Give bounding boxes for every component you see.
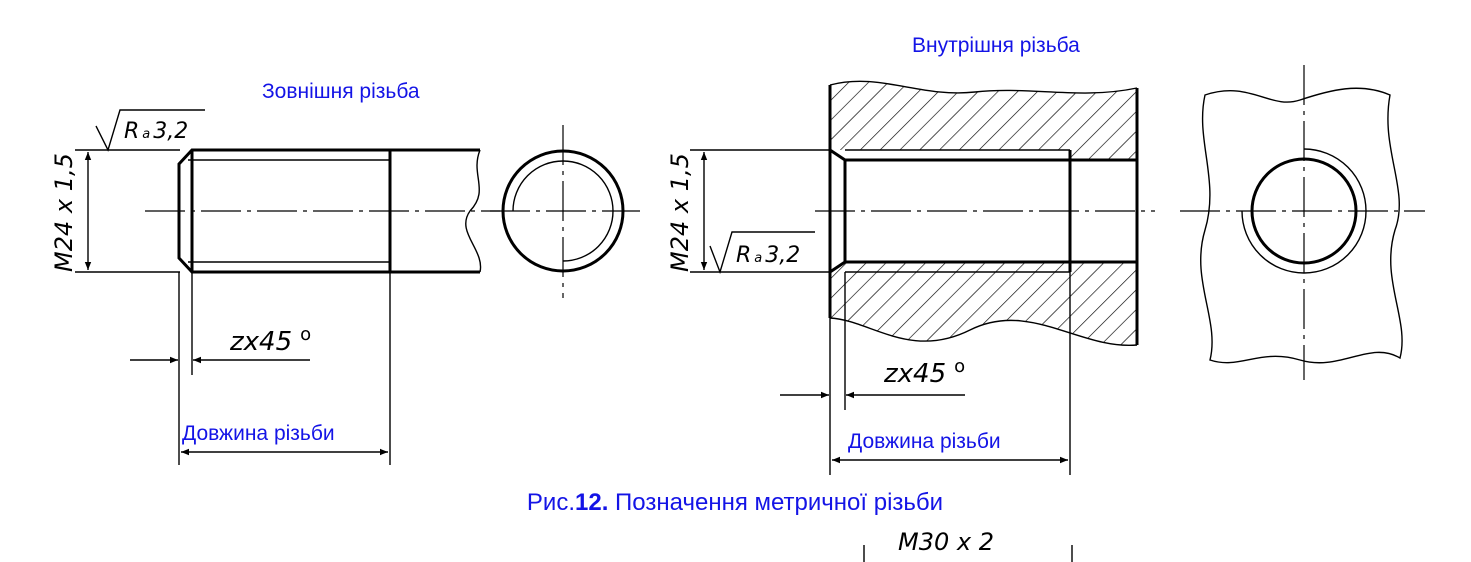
section-hatch-bottom: [830, 262, 1137, 346]
break-line-bottom: [829, 317, 1138, 346]
internal-thread-title: Внутрішня різьба: [912, 34, 1080, 57]
external-thread-size: М24 x 1,5: [50, 153, 78, 272]
thread-arc: [1241, 148, 1367, 274]
part-outline: [1200, 87, 1403, 364]
bottom-thread-fragment: М30 x 2: [863, 528, 1073, 562]
break-line: [465, 149, 482, 273]
break-line-top: [829, 80, 1138, 94]
external-end-view: [490, 125, 640, 298]
roughness-symbol: [95, 109, 205, 152]
figure-caption: Рис.12. Позначення метричної різьби: [527, 489, 943, 516]
internal-end-view: [1180, 65, 1425, 380]
external-thread-title: Зовнішня різьба: [262, 80, 420, 103]
roughness-symbol: [709, 231, 815, 275]
bottom-thread-size: М30 x 2: [898, 528, 994, 556]
internal-length-label: Довжина різьби: [848, 430, 1001, 453]
external-length-label: Довжина різьби: [182, 422, 335, 445]
section-hatch-top: [830, 81, 1137, 160]
chamfer-bottom: [829, 260, 846, 274]
internal-thread-size: М24 x 1,5: [666, 153, 694, 272]
thread-arc: [512, 160, 614, 262]
chamfer-top: [829, 148, 846, 162]
